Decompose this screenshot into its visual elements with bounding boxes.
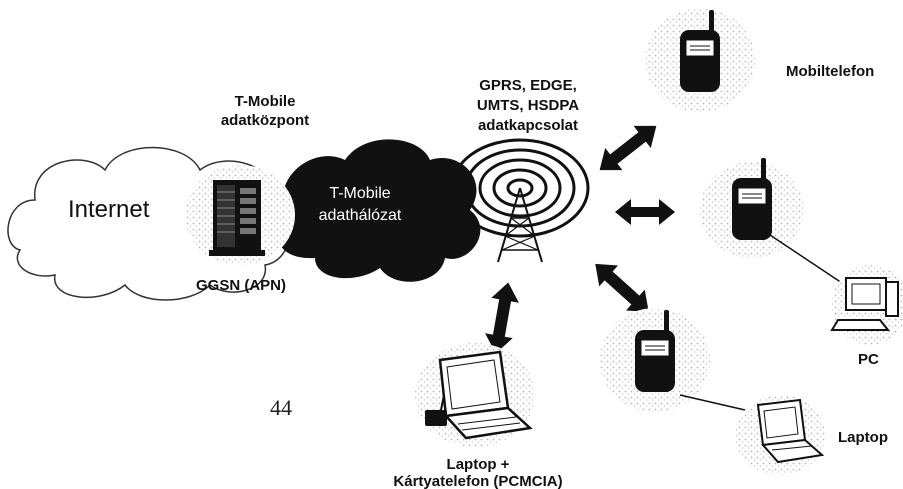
mobile-phone-icon-lower [600, 308, 710, 412]
laptop-icon-right [735, 395, 825, 475]
ggsn-label: GGSN (APN) [196, 277, 286, 294]
tmobile-network-line1: T-Mobile [329, 185, 391, 202]
tmobile-center-line2: adatközpont [220, 112, 310, 129]
link-line3: adatkapcsolat [477, 117, 579, 134]
page-number: 44 [270, 395, 292, 420]
ggsn-server-icon [185, 165, 295, 265]
tmobile-network-label: T-Mobile adathálózat [300, 183, 420, 227]
double-arrow-top [599, 125, 657, 171]
laptop-card-label: Laptop + Kártyatelefon (PCMCIA) [378, 456, 578, 489]
mobile-phone-icon-middle [700, 157, 804, 258]
laptop-card-phone-icon [415, 343, 535, 447]
tmobile-center-label: T-Mobile adatközpont [210, 92, 320, 130]
link-type-label: GPRS, EDGE, UMTS, HSDPA adatkapcsolat [458, 76, 598, 136]
mobile-phone-label: Mobiltelefon [786, 63, 875, 80]
internet-label: Internet [68, 196, 150, 223]
cell-tower-icon [450, 138, 590, 263]
mobile-phone-icon-top [645, 8, 755, 112]
double-arrow-middle [615, 199, 675, 225]
link-line1: GPRS, EDGE, [479, 77, 577, 94]
tmobile-network-line2: adathálózat [318, 207, 402, 224]
tmobile-network-cloud [278, 139, 481, 282]
laptop-card-line2: Kártyatelefon (PCMCIA) [393, 473, 563, 489]
tmobile-center-line1: T-Mobile [234, 93, 296, 110]
phone-laptop-cable [679, 394, 746, 411]
double-arrow-down [485, 282, 519, 354]
laptop-label: Laptop [838, 429, 888, 446]
pc-label: PC [858, 351, 879, 368]
link-line2: UMTS, HSDPA [476, 97, 580, 114]
laptop-card-line1: Laptop + [446, 456, 510, 473]
pc-icon [830, 265, 903, 345]
double-arrow-lower [595, 263, 649, 313]
phone-pc-cable [769, 234, 846, 286]
